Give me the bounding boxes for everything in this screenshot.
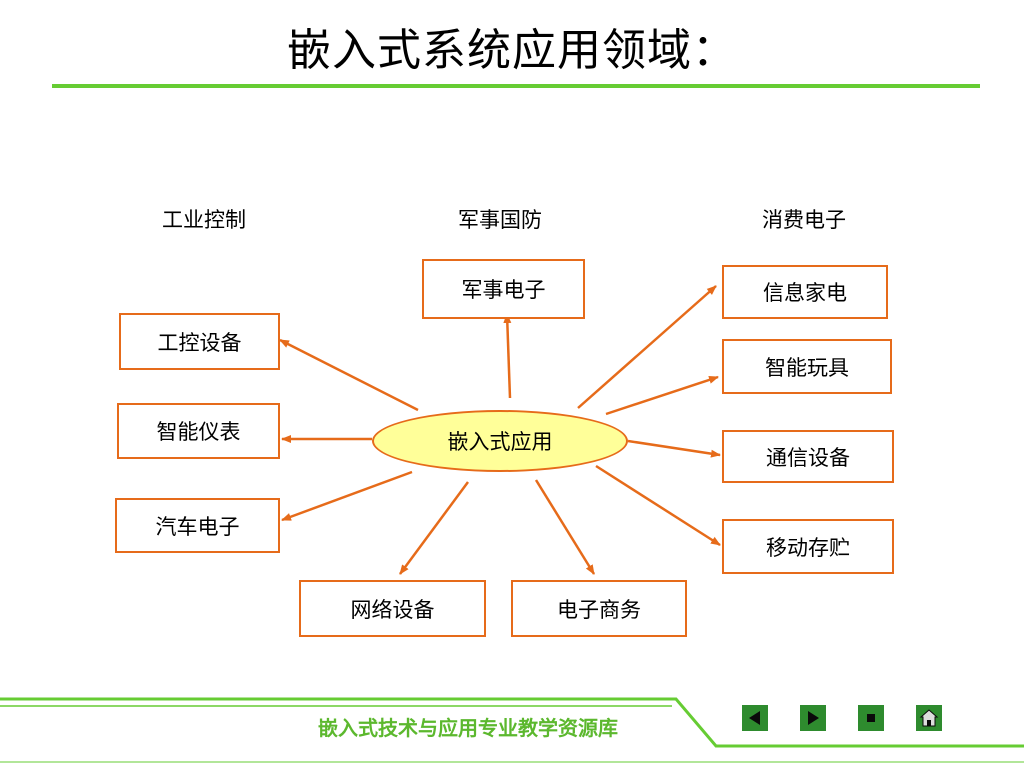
- prev-icon: [749, 711, 760, 725]
- node-smart-toys: 智能玩具: [722, 339, 892, 394]
- category-industrial-control: 工业控制: [162, 208, 246, 232]
- stop-icon: [867, 714, 875, 722]
- footer-lines: [0, 697, 1024, 763]
- node-mobile-storage: 移动存贮: [722, 519, 894, 574]
- page-title: 嵌入式系统应用领域：: [287, 25, 737, 76]
- node-e-commerce: 电子商务: [511, 580, 687, 637]
- next-slide-button[interactable]: [800, 705, 826, 731]
- node-network-equipment: 网络设备: [299, 580, 486, 637]
- title-divider: [52, 84, 980, 88]
- hub-embedded-applications: 嵌入式应用: [372, 410, 628, 472]
- arrow-to-industrial-equipment: [279, 338, 419, 412]
- home-button[interactable]: [916, 705, 942, 731]
- prev-slide-button[interactable]: [742, 705, 768, 731]
- arrow-to-communication-equipment: [627, 439, 721, 458]
- next-icon: [808, 711, 819, 725]
- node-smart-instruments: 智能仪表: [117, 403, 280, 459]
- category-consumer-electronics: 消费电子: [762, 208, 846, 232]
- home-icon: [919, 709, 939, 727]
- node-info-appliances: 信息家电: [722, 265, 888, 319]
- stop-button[interactable]: [858, 705, 884, 731]
- arrow-to-info-appliances: [577, 285, 717, 409]
- arrow-to-military-electronics: [503, 313, 512, 399]
- node-industrial-equipment: 工控设备: [119, 313, 280, 370]
- node-military-electronics: 军事电子: [422, 259, 585, 319]
- node-communication-equipment: 通信设备: [722, 430, 894, 483]
- arrow-to-network-equipment: [398, 481, 470, 575]
- arrow-to-mobile-storage: [595, 464, 721, 547]
- arrow-to-e-commerce: [534, 479, 596, 575]
- arrow-to-smart-toys: [605, 375, 719, 416]
- node-automotive-electronics: 汽车电子: [115, 498, 280, 553]
- footer-course-title: 嵌入式技术与应用专业教学资源库: [318, 716, 618, 740]
- arrow-to-automotive-electronics: [281, 470, 413, 522]
- category-military-defense: 军事国防: [458, 208, 542, 232]
